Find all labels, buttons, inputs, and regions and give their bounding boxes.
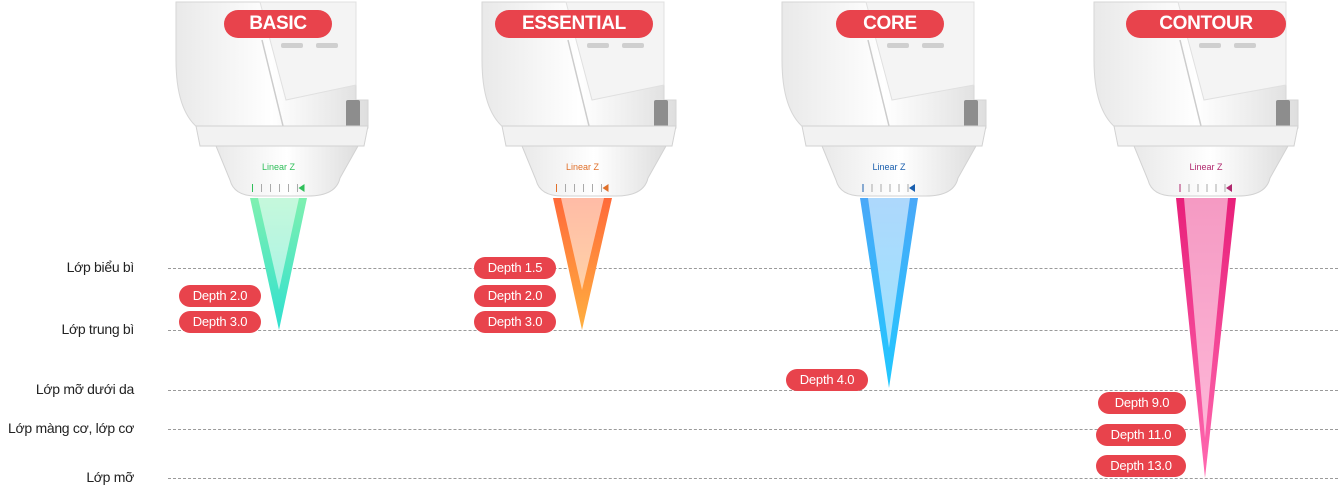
depth-badge: Depth 9.0 — [1098, 392, 1186, 414]
depth-badge: Depth 2.0 — [474, 285, 556, 307]
device-title-essential: ESSENTIAL — [495, 10, 653, 38]
depth-badge: Depth 1.5 — [474, 257, 556, 279]
brand-label: Linear Z — [566, 162, 600, 172]
layer-label-epidermis: Lớp biểu bì — [66, 259, 135, 275]
cartridge-head — [1133, 145, 1289, 197]
layer-label-dermis: Lớp trung bì — [61, 321, 134, 337]
brand-label: Linear Z — [262, 162, 296, 172]
device-title-core: CORE — [836, 10, 944, 38]
depth-badge: Depth 3.0 — [179, 311, 261, 333]
layer-line-fat — [168, 478, 1338, 479]
layer-line-subcutaneous — [168, 390, 1338, 391]
layer-line-epidermis — [168, 268, 1338, 269]
brand-label: Linear Z — [872, 162, 906, 172]
depth-badge: Depth 3.0 — [474, 311, 556, 333]
device-title-contour: CONTOUR — [1126, 10, 1286, 38]
depth-badge: Depth 11.0 — [1096, 424, 1186, 446]
layer-label-muscle: Lớp màng cơ, lớp cơ — [8, 420, 134, 436]
layer-label-fat: Lớp mỡ — [86, 469, 134, 485]
device-title-basic: BASIC — [224, 10, 332, 38]
brand-label: Linear Z — [1189, 162, 1223, 172]
cartridge-head — [821, 145, 977, 197]
cartridge-head — [521, 145, 667, 197]
cartridge-head — [215, 145, 359, 197]
depth-badge: Depth 2.0 — [179, 285, 261, 307]
depth-badge: Depth 13.0 — [1096, 455, 1186, 477]
layer-line-dermis — [168, 330, 1338, 331]
depth-badge: Depth 4.0 — [786, 369, 868, 391]
layer-label-subcutaneous: Lớp mỡ dưới da — [35, 381, 134, 397]
layer-line-muscle — [168, 429, 1338, 430]
